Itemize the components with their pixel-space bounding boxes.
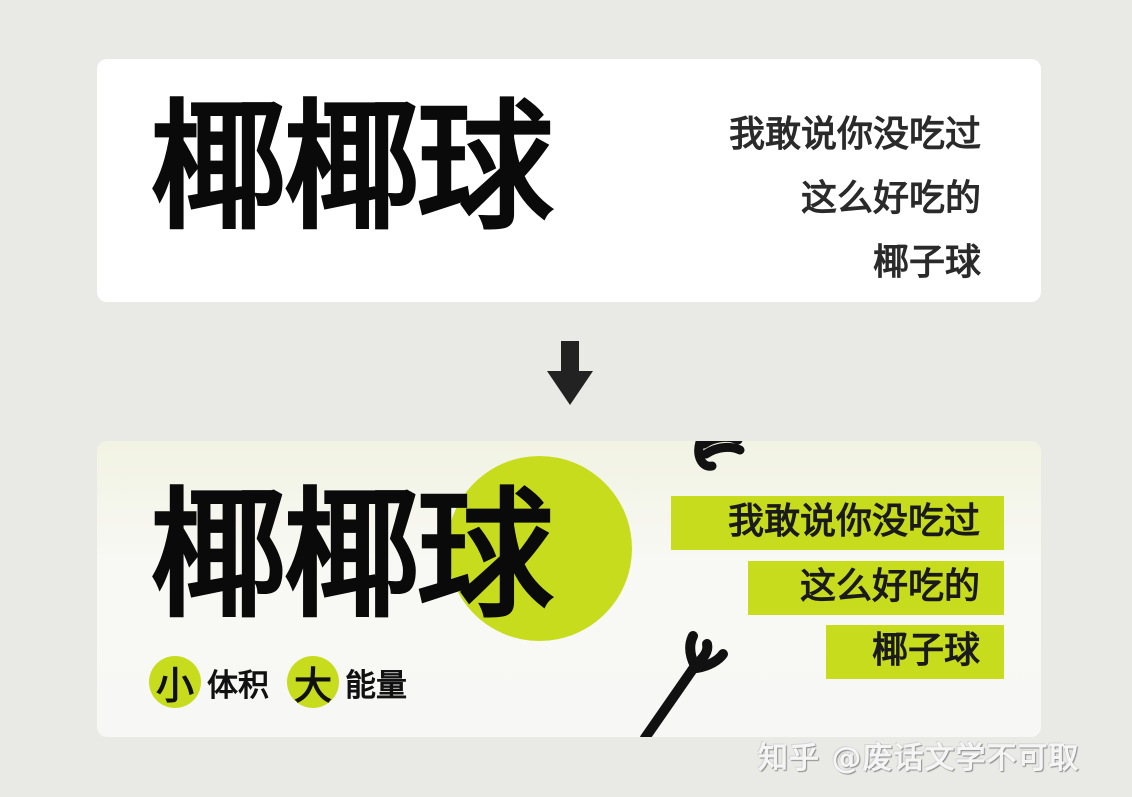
highlight-slogan-3: 椰子球 [826,625,1004,679]
tagline-badge-small: 小 [149,656,201,708]
highlight-slogan-2: 这么好吃的 [748,561,1004,615]
logo-text-before: 椰椰球 [150,87,554,250]
before-card: 椰椰球 我敢说你没吃过 这么好吃的 椰子球 [97,59,1041,302]
tagline-text-energy: 能量 [345,667,407,704]
logo-text-after: 椰椰球 [150,475,554,638]
highlight-slogan-2-text: 这么好吃的 [799,566,980,607]
doodle-arm-icon [640,631,728,737]
tagline-text-volume: 体积 [207,667,269,704]
slogan-line-3: 椰子球 [872,242,981,283]
watermark: 知乎 @废话文学不可取 [758,741,1080,776]
highlight-slogan-3-text: 椰子球 [871,630,980,671]
accent-circle [447,456,632,641]
slogan-line-2: 这么好吃的 [800,178,981,219]
slogan-line-1: 我敢说你没吃过 [728,114,981,155]
after-card: 椰椰球 小 体积 大 能量 我敢说你没吃过 这么好吃的 椰子球 [97,441,1041,737]
doodle-hand-top-icon [694,441,745,471]
highlight-slogan-1-text: 我敢说你没吃过 [727,501,980,542]
tagline-badge-big: 大 [287,656,339,708]
highlight-slogan-1: 我敢说你没吃过 [671,496,1004,550]
tagline: 小 体积 大 能量 [149,656,425,708]
down-arrow-icon [547,341,593,405]
